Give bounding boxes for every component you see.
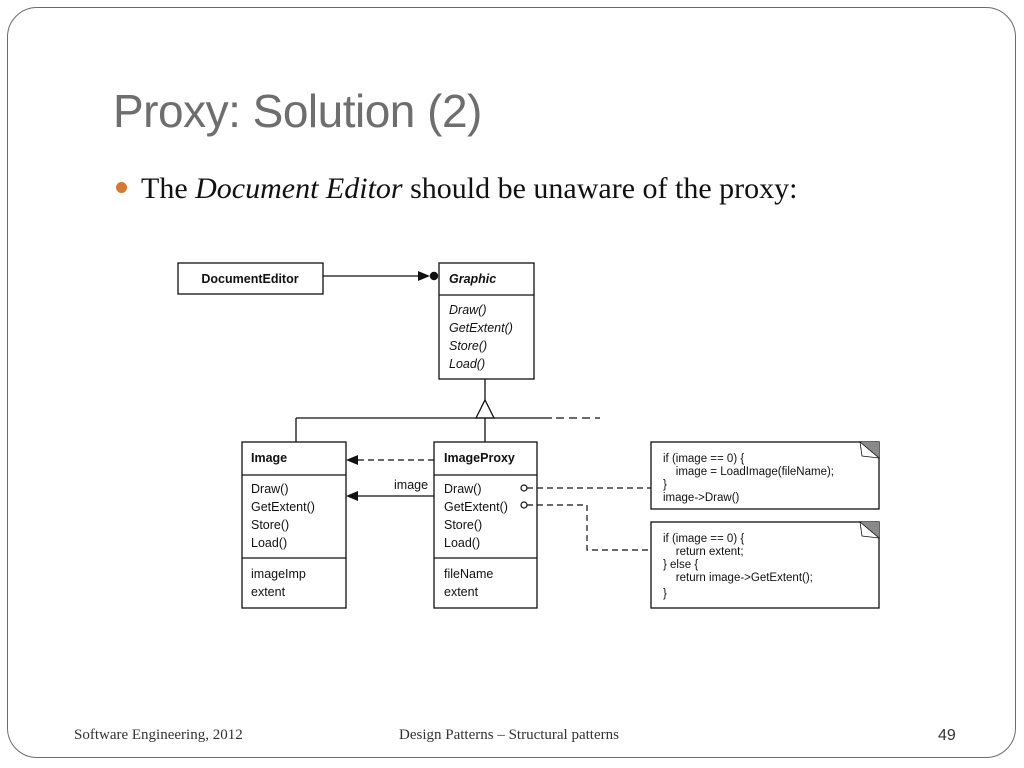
note-draw-line-2: image = LoadImage(fileName); (663, 466, 834, 478)
image-attr-extent: extent (251, 585, 286, 599)
image-op-store: Store() (251, 518, 289, 532)
note-extent-line-5: } (663, 588, 667, 600)
association-label: image (394, 478, 428, 492)
note-connectors (520, 484, 651, 551)
note-extent-line-4: return image->GetExtent(); (663, 572, 813, 584)
footer-topic: Design Patterns – Structural patterns (399, 727, 619, 743)
graphic-op-draw: Draw() (449, 303, 487, 317)
imageproxy-op-load: Load() (444, 536, 480, 550)
page-number: 49 (938, 727, 956, 744)
imageproxy-attr-extent: extent (444, 585, 479, 599)
graphic-op-load: Load() (449, 357, 485, 371)
bullet-emphasis: Document Editor (195, 172, 403, 205)
bullet-prefix: The (141, 172, 196, 205)
graphic-name: Graphic (449, 272, 496, 286)
dependency-arrow (346, 455, 434, 465)
bullet-suffix: should be unaware of the proxy: (402, 172, 798, 205)
slide-title: Proxy: Solution (2) (113, 85, 482, 137)
note-extent-line-2: return extent; (663, 546, 744, 558)
image-op-draw: Draw() (251, 482, 289, 496)
association-arrow: image (346, 478, 434, 501)
footer-course: Software Engineering, 2012 (74, 727, 243, 743)
graphic-op-store: Store() (449, 339, 487, 353)
image-name: Image (251, 451, 287, 465)
bullet-dot-icon (116, 181, 127, 193)
note-draw-line-3: } (663, 479, 667, 491)
imageproxy-op-getextent: GetExtent() (444, 500, 508, 514)
imageproxy-op-draw: Draw() (444, 482, 482, 496)
graphic-op-getextent: GetExtent() (449, 321, 513, 335)
note-draw: if (image == 0) { image = LoadImage(file… (650, 441, 881, 510)
note-draw-line-1: if (image == 0) { (663, 453, 744, 465)
note-getextent: if (image == 0) { return extent; } else … (650, 521, 881, 609)
note-extent-line-1: if (image == 0) { (663, 533, 744, 545)
note-extent-line-3: } else { (663, 559, 698, 571)
imageproxy-name: ImageProxy (444, 451, 515, 465)
note-draw-line-4: image->Draw() (663, 492, 740, 504)
imageproxy-class: ImageProxy Draw() GetExtent() Store() Lo… (433, 441, 538, 609)
inheritance-connector (295, 379, 600, 442)
image-op-getextent: GetExtent() (251, 500, 315, 514)
documenteditor-class: DocumentEditor (177, 262, 324, 295)
imageproxy-attr-filename: fileName (444, 567, 493, 581)
image-attr-imageimp: imageImp (251, 567, 306, 581)
slide-frame (7, 7, 1016, 758)
graphic-class: Graphic Draw() GetExtent() Store() Load(… (438, 262, 535, 380)
imageproxy-op-store: Store() (444, 518, 482, 532)
image-class: Image Draw() GetExtent() Store() Load() … (241, 441, 347, 609)
aggregation-arrow (323, 271, 439, 281)
image-op-load: Load() (251, 536, 287, 550)
bullet-item: The Document Editor should be unaware of… (116, 172, 798, 206)
documenteditor-name: DocumentEditor (201, 272, 298, 286)
